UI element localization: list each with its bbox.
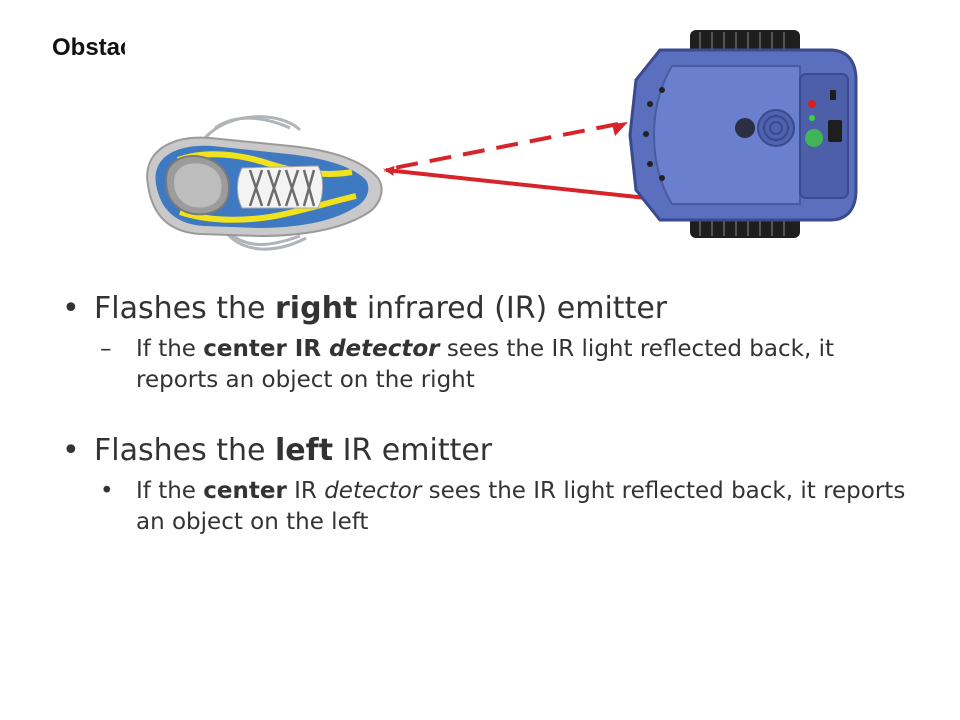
bullet-list: • Flashes the right infrared (IR) emitte… xyxy=(62,290,922,538)
shoe-image xyxy=(146,115,383,251)
robot-image xyxy=(628,30,858,238)
bullet-1: • Flashes the right infrared (IR) emitte… xyxy=(62,291,668,326)
dashed-arrow-icon xyxy=(383,122,619,172)
sub-bullet-1: – If the center IR detector sees the IR … xyxy=(100,336,834,393)
illustration xyxy=(125,20,870,270)
bullet-2: • Flashes the left IR emitter xyxy=(62,433,493,468)
sub-bullet-2: • If the center IR detector sees the IR … xyxy=(100,478,906,535)
solid-arrow-icon xyxy=(384,165,647,200)
